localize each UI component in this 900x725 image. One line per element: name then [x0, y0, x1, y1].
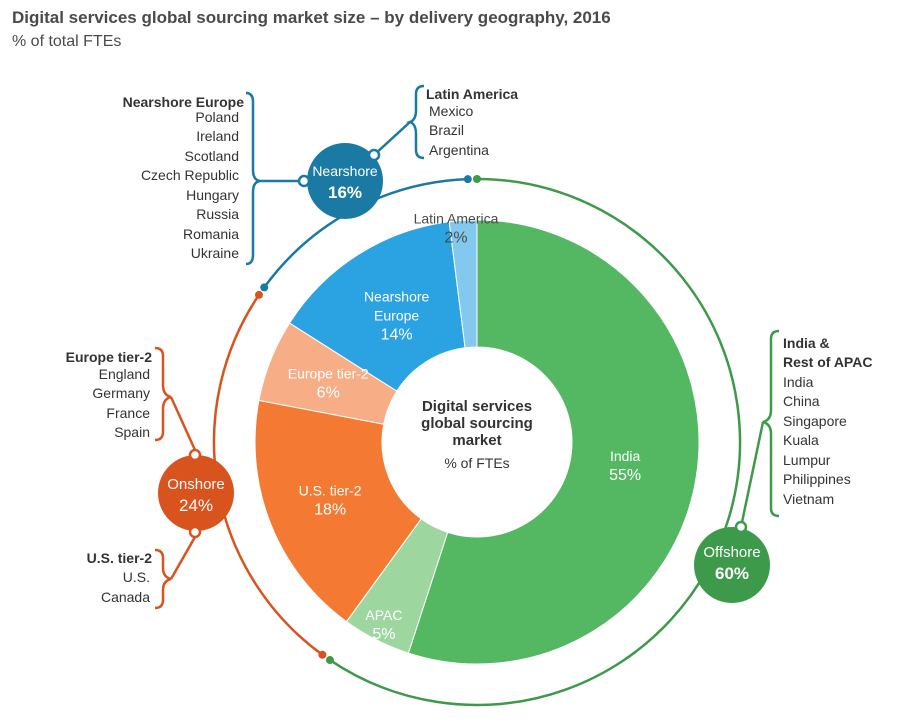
slice-label-europe-tier-2: Europe tier-2 — [288, 366, 369, 382]
region-item: Russia — [196, 206, 239, 222]
region-item: India — [783, 374, 814, 390]
slice-label-india: India — [610, 448, 641, 464]
region-item: Ireland — [196, 128, 239, 144]
offshore-arc-endpoint — [325, 656, 334, 665]
region-item: Romania — [183, 226, 239, 242]
region-item: Germany — [92, 385, 150, 401]
slice-label-nearshore-europe: Europe — [374, 307, 419, 323]
region-item: China — [783, 393, 820, 409]
region-item: Hungary — [186, 187, 239, 203]
value-label-europe-tier-2: 6% — [317, 385, 340, 402]
value-label-nearshore-europe: 14% — [381, 326, 413, 343]
value-label-india: 55% — [609, 467, 641, 484]
center-label-line-1: Digital services — [422, 398, 532, 415]
latin-america-bracket — [406, 84, 425, 160]
nearshore-name: Nearshore — [312, 163, 378, 179]
onshore-value: 24% — [179, 496, 213, 515]
slice-label-nearshore-europe: Nearshore — [364, 288, 430, 304]
region-item: Philippines — [783, 471, 851, 487]
center-label-line-2: global sourcing — [421, 415, 533, 432]
slice-label-apac: APAC — [365, 607, 402, 623]
europe-tier2-bracket — [154, 346, 172, 442]
offshore-arc — [329, 177, 742, 707]
region-item: Mexico — [429, 103, 474, 119]
onshore-bubble — [158, 455, 234, 531]
slice-label-latin-america: Latin America — [414, 211, 499, 227]
nearshore-bubble — [307, 143, 383, 219]
onshore-group: Onshore 24% Europe tier-2 England German… — [66, 346, 234, 610]
region-item: Canada — [101, 589, 150, 605]
region-item: Brazil — [429, 122, 464, 138]
nearshore-arc-endpoint — [260, 283, 269, 292]
region-item: Ukraine — [191, 245, 239, 261]
region-item: Kuala — [783, 432, 819, 448]
region-item: Singapore — [783, 413, 847, 429]
us-tier2-bracket — [154, 548, 172, 610]
center-unit-label: % of FTEs — [444, 455, 509, 471]
nearshore-europe-bracket — [245, 91, 261, 266]
india-apac-heading-line-2: Rest of APAC — [783, 354, 872, 370]
region-item: Argentina — [429, 142, 489, 158]
region-item: France — [106, 405, 150, 421]
nearshore-arc-endpoint — [463, 175, 472, 184]
nearshore-europe-heading: Nearshore Europe — [123, 94, 245, 110]
region-item: Poland — [195, 109, 239, 125]
nearshore-value: 16% — [328, 183, 362, 202]
india-apac-heading-line-1: India & — [783, 335, 830, 351]
chart-title: Digital services global sourcing market … — [12, 8, 611, 27]
slice-label-u-s-tier-2: U.S. tier-2 — [299, 483, 362, 499]
value-label-latin-america: 2% — [444, 230, 467, 247]
value-label-apac: 5% — [372, 626, 395, 643]
region-item: Czech Republic — [141, 167, 239, 183]
us-tier2-heading: U.S. tier-2 — [87, 550, 153, 566]
offshore-bubble — [694, 527, 770, 603]
onshore-arc-endpoint — [318, 650, 327, 659]
nearshore-group: Nearshore 16% Nearshore Europe Poland Ir… — [123, 84, 518, 266]
offshore-group: Offshore 60% India & Rest of APAC India … — [694, 329, 872, 603]
onshore-name: Onshore — [167, 476, 225, 493]
region-item: England — [99, 366, 150, 382]
region-item: U.S. — [123, 569, 150, 585]
center-label-line-3: market — [452, 432, 501, 449]
region-item: Lumpur — [783, 452, 831, 468]
offshore-name: Offshore — [703, 544, 760, 561]
region-item: Spain — [114, 424, 150, 440]
europe-tier2-heading: Europe tier-2 — [66, 349, 153, 365]
latin-america-heading: Latin America — [426, 86, 518, 102]
region-item: Vietnam — [783, 491, 834, 507]
center-hole — [382, 347, 572, 537]
offshore-arc-endpoint — [473, 175, 481, 183]
offshore-value: 60% — [715, 564, 749, 583]
chart-subtitle: % of total FTEs — [12, 33, 122, 50]
value-label-u-s-tier-2: 18% — [314, 502, 346, 519]
region-item: Scotland — [185, 148, 239, 164]
onshore-arc-endpoint — [254, 290, 263, 299]
india-apac-bracket — [762, 329, 780, 518]
